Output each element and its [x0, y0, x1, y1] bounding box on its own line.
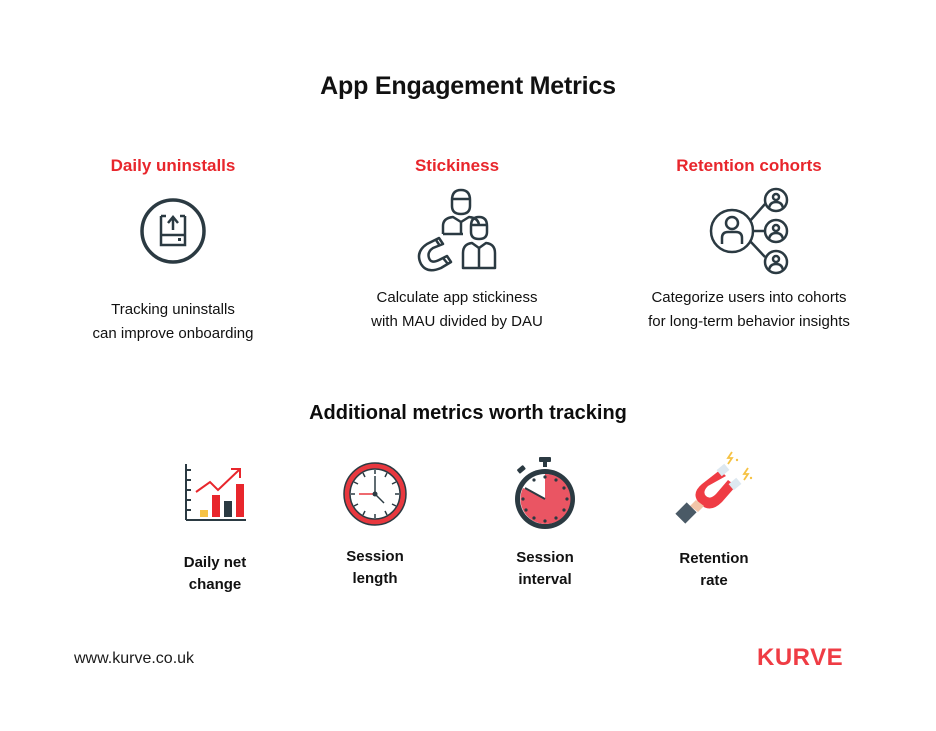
magnet-users-icon [417, 188, 497, 272]
section-title: Additional metrics worth tracking [309, 402, 627, 424]
additional-metric-session-length: Session length [315, 460, 435, 590]
magnet-hand-icon [675, 451, 753, 524]
page-title: App Engagement Metrics [320, 72, 616, 100]
bar-chart-growth-icon [185, 464, 246, 521]
metric-label-line: Retention [679, 550, 749, 567]
metric-heading: Stickiness [414, 156, 500, 175]
uninstall-box-icon [140, 198, 206, 264]
user-network-icon [709, 187, 789, 275]
additional-metric-daily-net-change: Daily net change [155, 462, 275, 596]
stopwatch-icon [515, 457, 575, 529]
metric-card-daily-uninstalls: Daily uninstalls Tracking uninstalls can… [43, 156, 303, 346]
metric-label-line: length [352, 570, 398, 587]
metric-label-line: Session [346, 548, 404, 565]
metric-heading: Retention cohorts [676, 156, 822, 175]
metric-heading: Daily uninstalls [110, 156, 236, 175]
metric-description-line: with MAU divided by DAU [371, 313, 543, 330]
metric-description-line: Categorize users into cohorts [651, 289, 847, 306]
metric-description-line: for long-term behavior insights [648, 313, 850, 330]
metric-description-line: Calculate app stickiness [376, 289, 538, 306]
metric-description-line: can improve onboarding [92, 325, 254, 342]
metric-label-line: interval [518, 571, 572, 588]
metric-description-line: Tracking uninstalls [111, 301, 235, 318]
metric-card-retention-cohorts: Retention cohorts Categorize users into … [619, 156, 879, 334]
metric-card-stickiness: Stickiness Calculate app stickiness with… [327, 156, 587, 334]
clock-icon [343, 462, 407, 526]
additional-metric-retention-rate: Retention rate [654, 446, 774, 592]
metric-label-line: Daily net [183, 554, 247, 571]
kurve-logo: KURVE [757, 644, 844, 671]
metric-label-line: Session [516, 549, 574, 566]
metric-label-line: change [188, 576, 242, 593]
additional-metric-session-interval: Session interval [485, 455, 605, 591]
metric-label-line: rate [700, 572, 728, 589]
footer-url-link[interactable]: www.kurve.co.uk [74, 650, 195, 667]
